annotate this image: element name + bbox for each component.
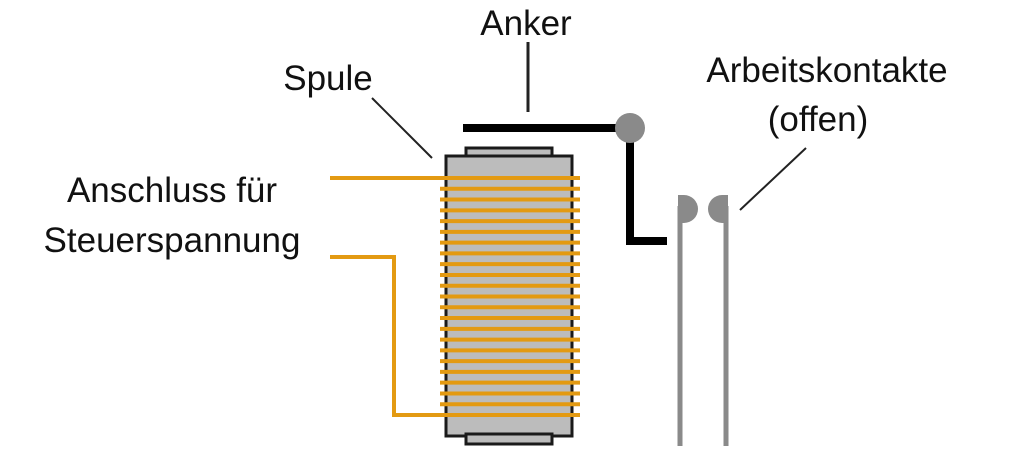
label-anschluss-line1: Anschluss für	[67, 171, 277, 210]
label-spule: Spule	[283, 59, 373, 98]
label-anker: Anker	[480, 4, 572, 43]
armature	[463, 113, 667, 245]
core-bottom-cap	[464, 432, 554, 446]
relay-coil	[440, 146, 580, 446]
label-arbeitskontakte-line2: (offen)	[768, 100, 869, 139]
contact-right-tip	[708, 195, 728, 223]
spule-pointer-line	[371, 97, 433, 159]
armature-pivot	[615, 113, 645, 143]
contacts-pointer-line	[739, 147, 807, 211]
label-anschluss-line2: Steuerspannung	[44, 221, 301, 260]
label-arbeitskontakte-line1: Arbeitskontakte	[706, 51, 947, 90]
working-contacts	[677, 195, 729, 446]
armature-lever	[626, 128, 667, 245]
contact-left-tip	[678, 195, 698, 223]
control-wire-bottom	[330, 255, 580, 417]
